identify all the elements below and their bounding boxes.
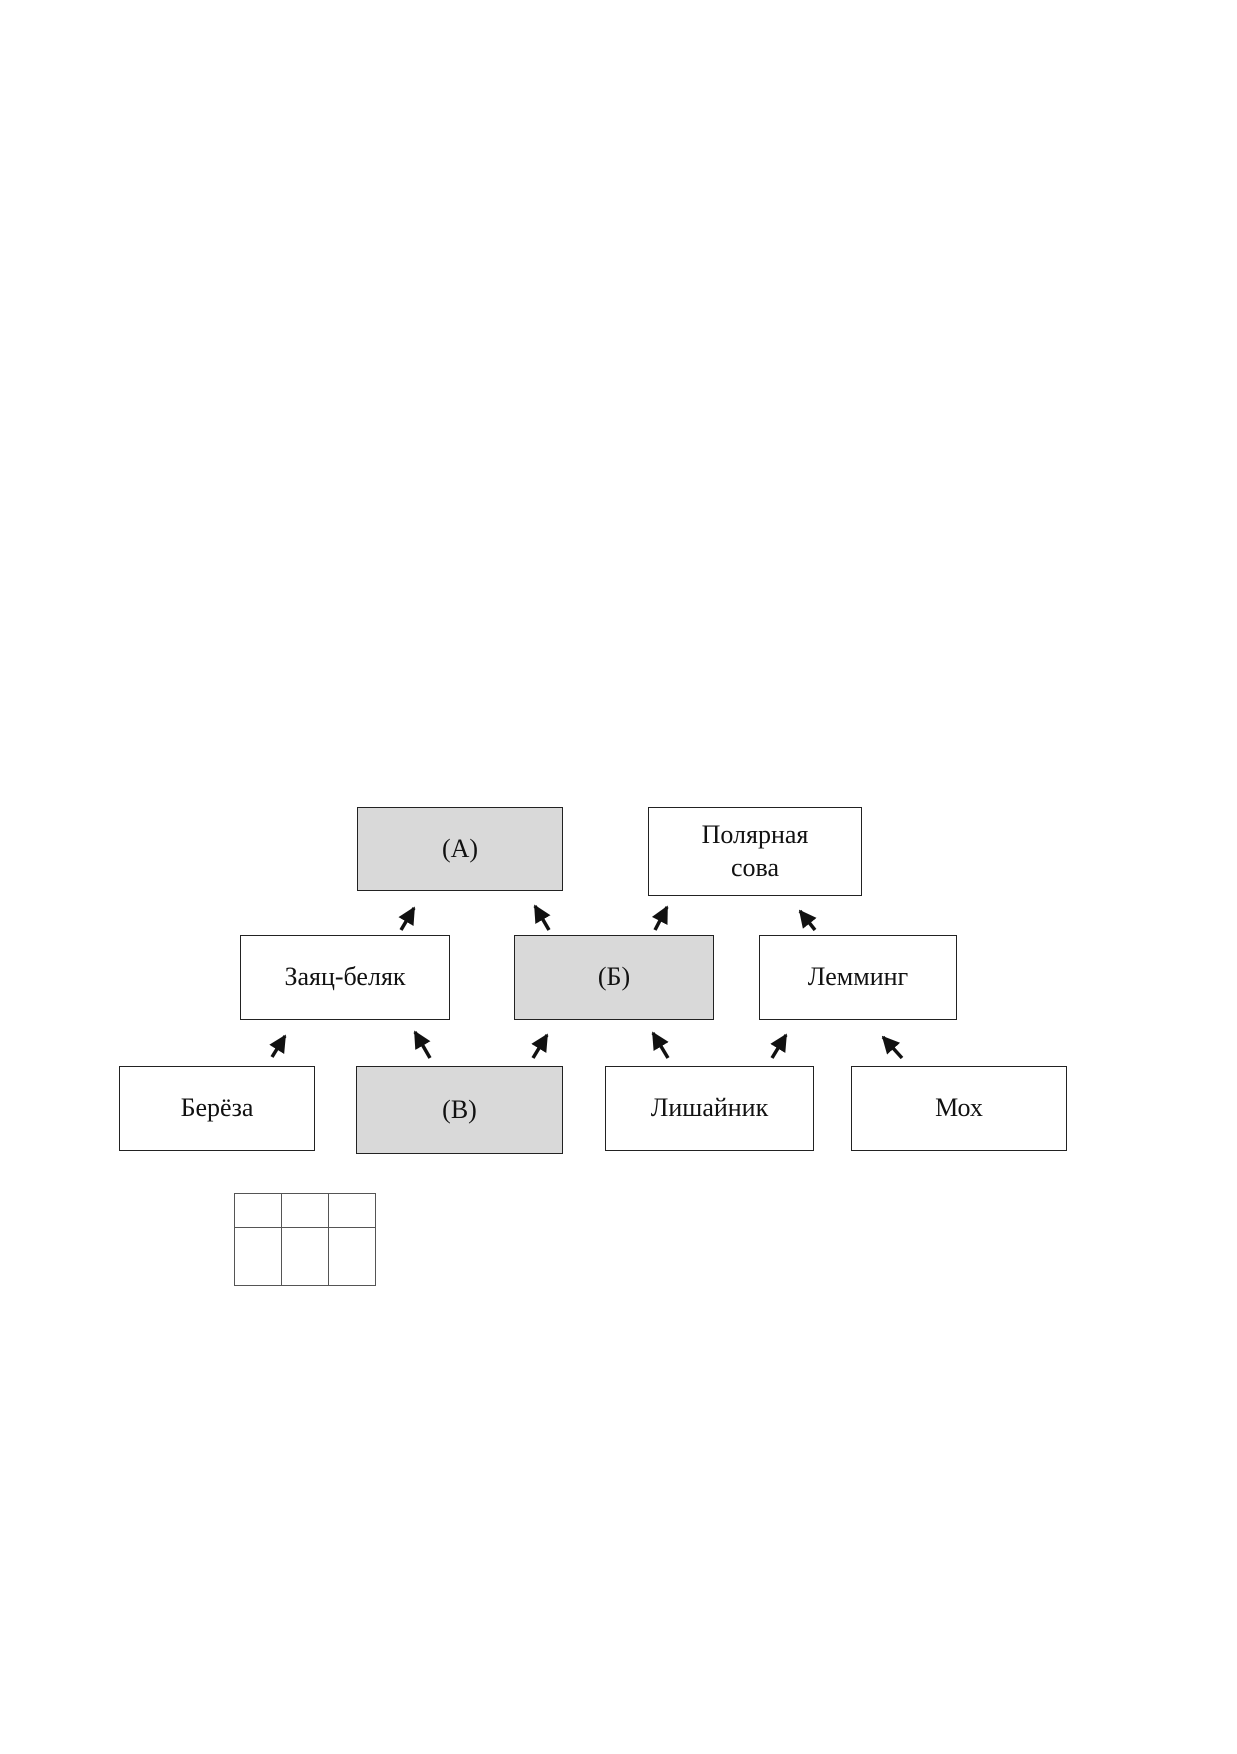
node-hare: Заяц-беляк [240,935,450,1020]
answer-header-cell [234,1193,282,1228]
node-lichen: Лишайник [605,1066,814,1151]
arrow-birch-to-hare [269,1034,287,1058]
node-a: (А) [357,807,563,891]
node-v-label: (В) [442,1094,477,1124]
answer-value-cell[interactable] [281,1227,329,1286]
arrow-b-to-a [533,904,551,931]
answer-table-header-row [234,1193,376,1228]
answer-value-cell[interactable] [328,1227,376,1286]
arrow-v-to-b [531,1033,549,1059]
node-polar-owl: Полярная сова [648,807,862,896]
answer-header-cell [281,1193,329,1228]
answer-header-cell [328,1193,376,1228]
node-b: (Б) [514,935,714,1020]
node-a-label: (А) [441,833,479,863]
answer-value-cell[interactable] [234,1227,282,1286]
node-polar-owl-line-2: сова [730,852,779,882]
arrow-lemming-to-owl [798,909,817,932]
node-polar-owl-line-1: Полярная [701,820,809,849]
arrow-v-to-hare [413,1030,432,1059]
node-lemming: Лемминг [759,935,957,1020]
node-moss: Мох [851,1066,1067,1151]
node-hare-label: Заяц-беляк [284,962,406,992]
arrow-lichen-to-b [651,1031,670,1059]
node-birch: Берёза [119,1066,315,1151]
arrow-moss-to-lemming [881,1035,904,1060]
arrow-b-to-owl [651,905,669,931]
answer-table [234,1193,376,1286]
arrow-hare-to-a [398,906,416,931]
node-lichen-label: Лишайник [650,1093,769,1123]
node-b-label: (Б) [597,962,631,992]
node-polar-owl-label: Полярная сова [702,819,809,884]
node-v: (В) [356,1066,563,1154]
node-moss-label: Мох [935,1093,983,1123]
node-birch-label: Берёза [180,1093,254,1123]
arrow-lichen-to-lemming [770,1033,788,1059]
node-lemming-label: Лемминг [807,962,909,992]
answer-table-value-row [234,1227,376,1286]
